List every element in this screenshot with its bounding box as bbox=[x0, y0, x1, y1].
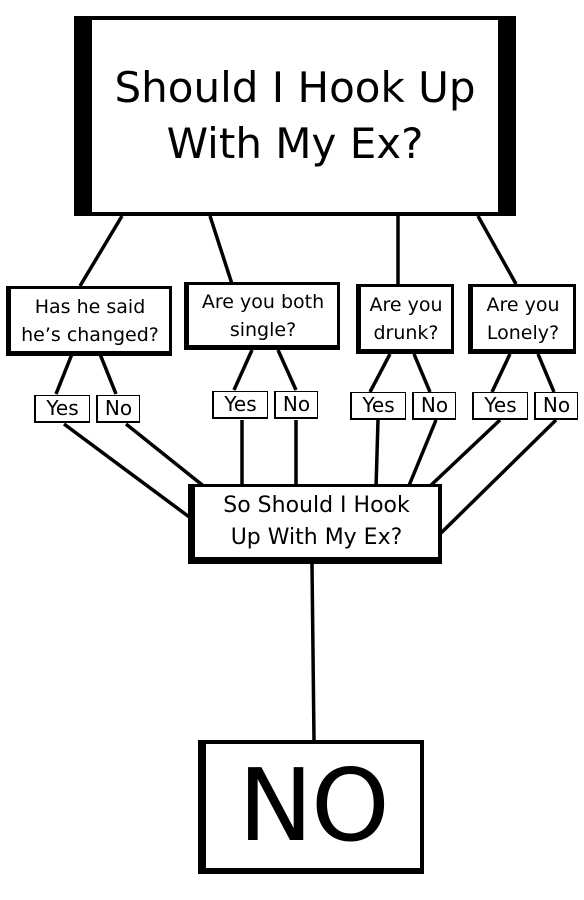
yes-label: Yes bbox=[350, 392, 406, 420]
connector-title-q2 bbox=[208, 215, 234, 285]
connector-q4-yes bbox=[490, 353, 512, 393]
no-label: No bbox=[534, 392, 578, 420]
question-box-drunk: Are you drunk? bbox=[356, 284, 454, 354]
yes-label: Yes bbox=[472, 392, 528, 420]
connector-q4-no bbox=[536, 353, 556, 393]
summary-box: So Should I Hook Up With My Ex? bbox=[188, 484, 442, 564]
connector-q3-no bbox=[412, 353, 432, 393]
question-box-lonely: Are you Lonely? bbox=[468, 284, 576, 354]
question-text: Are you drunk? bbox=[369, 294, 443, 344]
question-text: Has he said he’s changed? bbox=[21, 296, 159, 346]
yes-label: Yes bbox=[34, 395, 90, 423]
title-box: Should I Hook Up With My Ex? bbox=[74, 16, 516, 216]
question-box-single: Are you both single? bbox=[184, 282, 340, 350]
title-text: Should I Hook Up With My Ex? bbox=[114, 63, 476, 168]
connector-q2-no bbox=[276, 349, 298, 391]
connector-q1-no bbox=[98, 353, 118, 395]
connector-q4-no-summary bbox=[438, 418, 558, 536]
connector-q2-yes bbox=[232, 349, 254, 391]
connector-q1-yes bbox=[54, 353, 74, 395]
connector-summary-answer bbox=[310, 563, 316, 741]
no-label: No bbox=[274, 391, 318, 419]
connector-q3-yes-summary bbox=[374, 419, 380, 489]
connector-title-q4 bbox=[476, 215, 518, 285]
yes-label: Yes bbox=[212, 391, 268, 419]
connector-q3-no-summary bbox=[406, 419, 438, 489]
connector-q1-no-summary bbox=[124, 422, 208, 490]
question-text: Are you Lonely? bbox=[486, 294, 560, 344]
question-box-changed: Has he said he’s changed? bbox=[6, 286, 172, 356]
summary-text: So Should I Hook Up With My Ex? bbox=[223, 493, 410, 550]
connector-q4-yes-summary bbox=[426, 418, 502, 490]
answer-text: NO bbox=[238, 747, 390, 864]
no-label: No bbox=[96, 395, 140, 423]
connector-q3-yes bbox=[368, 353, 392, 393]
answer-box: NO bbox=[198, 740, 424, 874]
question-text: Are you both single? bbox=[201, 291, 325, 341]
connector-q1-yes-summary bbox=[62, 422, 198, 524]
no-label: No bbox=[412, 392, 456, 420]
connector-title-q1 bbox=[78, 215, 124, 287]
